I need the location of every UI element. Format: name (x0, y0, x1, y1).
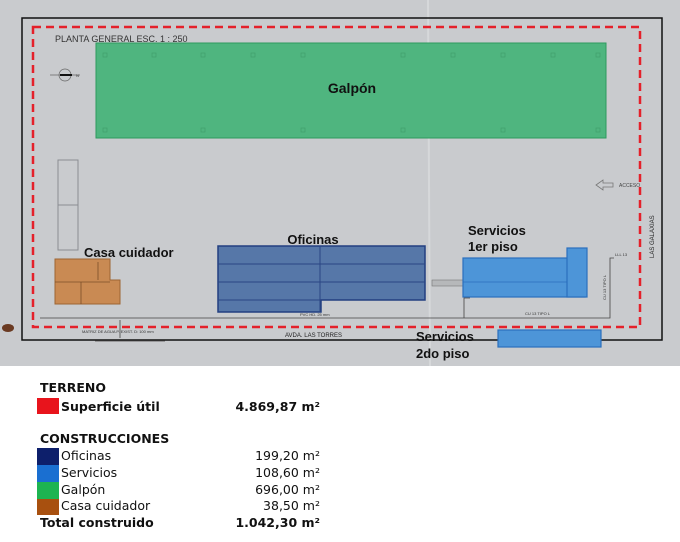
legend-swatch-galpon (37, 482, 59, 499)
sheet-frame (21, 17, 663, 341)
oficinas-divisions (218, 246, 425, 312)
legend-construcciones-heading: CONSTRUCCIONES (40, 431, 170, 446)
site-plan-drawing: PLANTA GENERAL ESC. 1 : 250 N Galpón Cas… (2, 0, 663, 367)
oficinas-label: Oficinas (287, 232, 338, 247)
casa-cuidador-label: Casa cuidador (84, 245, 174, 260)
legend-swatch-servicios (37, 465, 59, 482)
legend-galpon-value: 696,00 m² (255, 482, 320, 497)
legend-casa-cuidador-value: 38,50 m² (263, 498, 320, 513)
street-avda-las-torres: AVDA. LAS TORRES (285, 333, 342, 339)
binder-hole (2, 324, 14, 332)
legend-swatch-superficie (37, 398, 59, 414)
legend-servicios-value: 108,60 m² (255, 465, 320, 480)
legend-swatch-oficinas (37, 448, 59, 465)
svg-text:N: N (76, 73, 79, 78)
access-label: ACCESO (619, 183, 640, 189)
galpon-label: Galpón (328, 80, 376, 96)
water-pipes (40, 257, 614, 342)
legend-oficinas-value: 199,20 m² (255, 448, 320, 463)
servicios-1er-label-line1: Servicios (468, 223, 526, 238)
legend-superficie-value: 4.869,87 m² (235, 399, 320, 414)
legend-terreno-heading: TERRENO (40, 380, 106, 395)
servicios-2do-piso-building (497, 329, 602, 348)
legend-swatch-casa-cuidador (37, 499, 59, 515)
legend-casa-cuidador-label: Casa cuidador (61, 498, 151, 513)
legend-servicios-label: Servicios (61, 465, 118, 480)
street-las-galaxias: LAS GALAXIAS (650, 215, 656, 258)
terrain-boundary (31, 25, 642, 329)
legend-superficie-label: Superficie útil (61, 399, 160, 414)
valve-note: LLL 13 (615, 252, 628, 257)
servicios-1er-piso-building (462, 257, 586, 298)
water-main-note: MATRIZ DE AGUA P. EXIST. D: 100 mm (82, 329, 154, 334)
north-arrow-icon: N (50, 68, 80, 82)
oficinas-building (217, 245, 426, 313)
walkway (431, 279, 464, 287)
pvc-pipe-note: PVC HD. 25 mm (300, 312, 330, 317)
casa-cuidador-building (54, 258, 121, 305)
servicios-2do-label-line1: Servicios (416, 329, 474, 344)
site-plan: PLANTA GENERAL ESC. 1 : 250 N Galpón Cas… (0, 0, 680, 367)
casa-walls (55, 262, 110, 304)
legend-oficinas-label: Oficinas (61, 448, 112, 463)
existing-structure (57, 159, 79, 251)
servicios-2do-label-line2: 2do piso (416, 346, 470, 361)
legend-total-label: Total construido (40, 515, 154, 530)
servicios-1er-label-line2: 1er piso (468, 239, 518, 254)
legend-total-value: 1.042,30 m² (235, 515, 320, 530)
plan-title: PLANTA GENERAL ESC. 1 : 250 (55, 34, 188, 44)
cu-pipe-vertical-note: CU 13 TIPO L (602, 274, 607, 300)
cu-pipe-note: CU 13 TIPO L (525, 311, 551, 316)
galpon-building (95, 42, 607, 139)
access-arrow-icon (595, 179, 614, 191)
galpon-columns (102, 52, 601, 133)
servicios-tower (566, 247, 588, 298)
legend-galpon-label: Galpón (61, 482, 106, 497)
